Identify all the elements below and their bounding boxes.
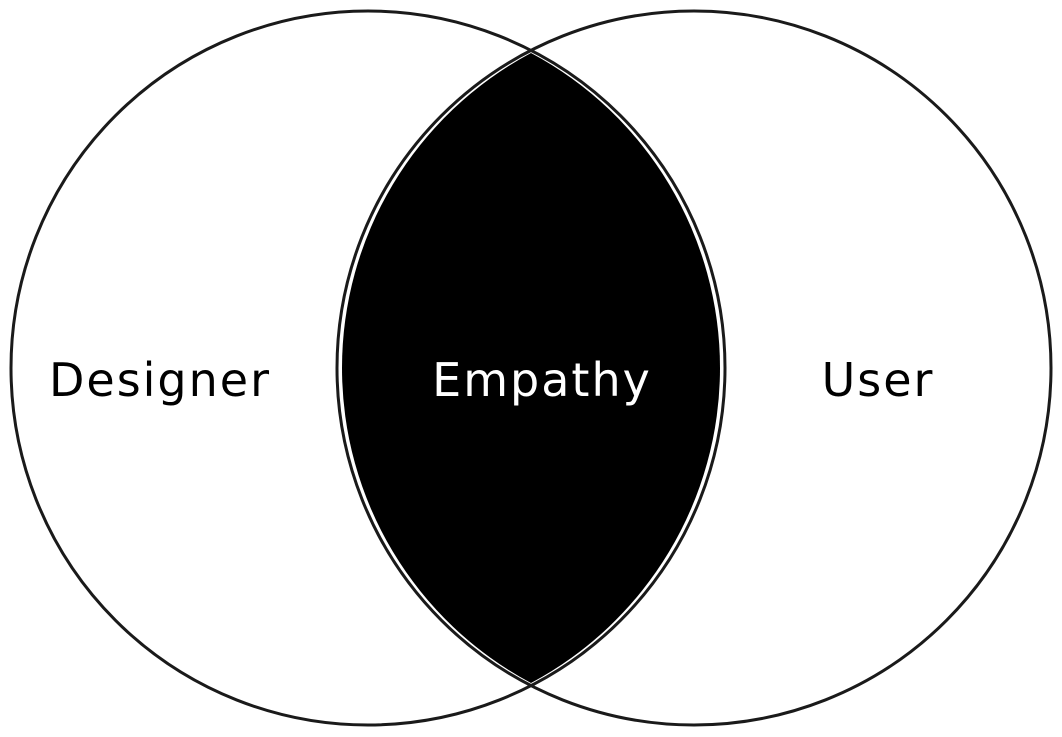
intersection-region xyxy=(342,53,721,683)
right-circle xyxy=(335,9,1053,727)
right-circle-label: User xyxy=(822,353,935,407)
left-circle-label: Designer xyxy=(49,353,271,407)
left-circle xyxy=(9,9,727,727)
intersection-label: Empathy xyxy=(432,353,652,407)
